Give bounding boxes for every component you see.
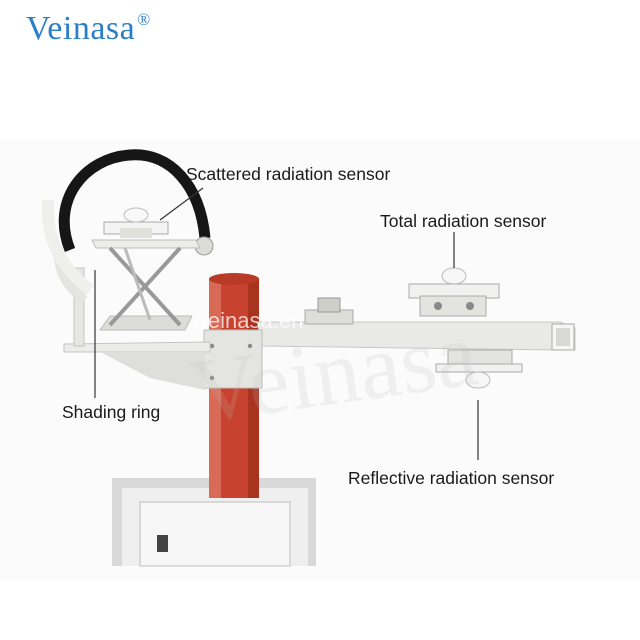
brand-logo: Veinasa® — [26, 10, 151, 48]
leader-lines — [94, 187, 479, 460]
photo-background — [0, 140, 640, 580]
horizontal-arm — [257, 321, 576, 351]
watermark-small: weinasa.en — [192, 308, 304, 333]
brand-name: Veinasa — [26, 10, 136, 47]
label-total-radiation-sensor: Total radiation sensor — [380, 211, 547, 231]
registered-mark: ® — [137, 10, 151, 29]
pole-clamp — [203, 329, 263, 389]
shading-ring — [41, 149, 214, 304]
left-platform — [63, 267, 211, 390]
label-reflective-radiation-sensor: Reflective radiation sensor — [348, 468, 555, 488]
label-scattered-radiation-sensor: Scattered radiation sensor — [186, 164, 391, 184]
label-shading-ring: Shading ring — [62, 402, 161, 422]
total-radiation-sensor — [408, 267, 500, 317]
cabinet — [112, 478, 316, 567]
scattered-sensor-frame — [91, 239, 201, 331]
reflective-radiation-sensor — [435, 349, 523, 389]
scattered-radiation-sensor — [103, 207, 169, 238]
arm-mount — [304, 297, 354, 325]
leader-scattered — [159, 187, 204, 221]
